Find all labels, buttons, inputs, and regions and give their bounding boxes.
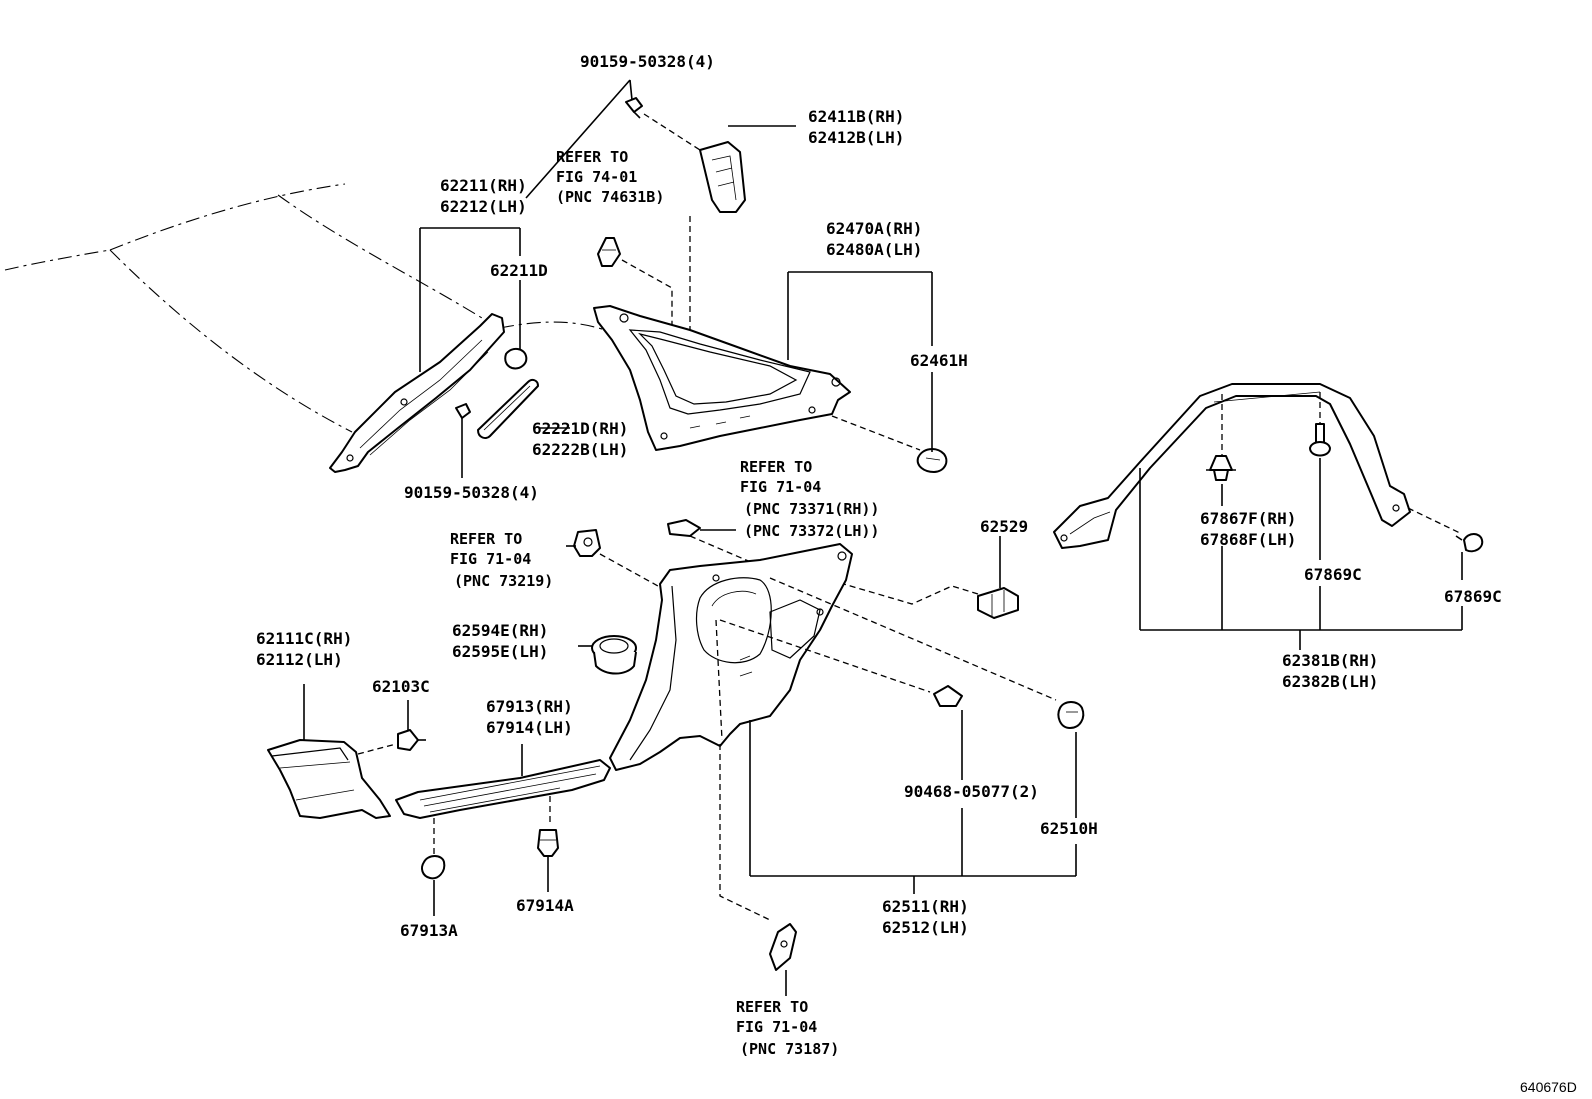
hinge-cover-part — [699, 141, 746, 213]
clip-67867f-part — [1206, 455, 1236, 481]
label-ref-7104c-l2: FIG 71-04 — [736, 1018, 817, 1036]
clip-62211d-part — [504, 348, 528, 370]
label-roof-clip-lh: 67868F(LH) — [1200, 530, 1296, 549]
label-hinge-lh: 62412B(LH) — [808, 128, 904, 147]
clip-67869c-b-part — [1455, 533, 1484, 553]
label-hinge-rh: 62411B(RH) — [808, 107, 904, 126]
label-clip-62211d: 62211D — [490, 261, 548, 280]
diagram-id: 640676D — [1520, 1079, 1577, 1095]
clip-67913a-part — [421, 855, 446, 916]
bolt-lower-part — [455, 403, 471, 430]
label-clip-67914a: 67914A — [516, 896, 574, 915]
vehicle-body-outline — [4, 183, 606, 433]
scuff-plate-part — [395, 744, 611, 819]
label-kick-rh: 62111C(RH) — [256, 629, 352, 648]
quarter-trim-panel-part — [609, 543, 853, 771]
label-garnish-rh: 62221D(RH) — [532, 419, 628, 438]
label-cap-rh: 62594E(RH) — [452, 621, 548, 640]
label-clip-62510h: 62510H — [1040, 819, 1098, 838]
label-pillar-rh: 62211(RH) — [440, 176, 527, 195]
label-ref-7104c-l1: REFER TO — [736, 998, 808, 1016]
label-part-62529: 62529 — [980, 517, 1028, 536]
cowl-side-trim-part — [267, 684, 391, 819]
label-scuff-rh: 67913(RH) — [486, 697, 573, 716]
clip-67869c-a-part — [1309, 423, 1331, 457]
label-ref-7104b-l2: FIG 71-04 — [450, 550, 531, 568]
leader-lines-roof — [1139, 458, 1463, 650]
label-ref-7104a-l3: (PNC 73371(RH)) — [744, 500, 879, 518]
clip-74631b-part — [597, 237, 621, 267]
label-roof-lh: 62382B(LH) — [1282, 672, 1378, 691]
label-panel-lh: 62512(LH) — [882, 918, 969, 937]
label-ref-7104b-l1: REFER TO — [450, 530, 522, 548]
label-ref-7104a-l4: (PNC 73372(LH)) — [744, 522, 879, 540]
leader-lines-upper — [419, 79, 933, 478]
clip-67914a-part — [537, 829, 559, 892]
label-clip-67869c-a: 67869C — [1304, 565, 1362, 584]
label-ref-7401-l2: FIG 74-01 — [556, 168, 637, 186]
label-clip-67913a: 67913A — [400, 921, 458, 940]
label-panel-rh: 62511(RH) — [882, 897, 969, 916]
clip-62510h-part — [1057, 701, 1085, 729]
assist-grip-garnish-part — [477, 378, 539, 439]
roof-side-garnish-part — [1053, 383, 1411, 549]
label-roof-clip-rh: 67867F(RH) — [1200, 509, 1296, 528]
label-roof-rh: 62381B(RH) — [1282, 651, 1378, 670]
label-garnish-lh: 62222B(LH) — [532, 440, 628, 459]
label-quarter-rh: 62470A(RH) — [826, 219, 922, 238]
label-ref-7104b-l3: (PNC 73219) — [454, 572, 553, 590]
clip-62529-part — [977, 587, 1019, 619]
label-bolt-bottom: 90159-50328(4) — [404, 483, 539, 502]
cap-62594e-part — [578, 635, 637, 675]
label-quarter-lh: 62480A(LH) — [826, 240, 922, 259]
clip-90468-part — [933, 685, 963, 707]
bracket-73187-part — [769, 923, 797, 996]
label-kick-lh: 62112(LH) — [256, 650, 343, 669]
labels: 90159-50328(4) 62411B(RH) 62412B(LH) REF… — [256, 52, 1577, 1095]
cap-73219-part — [566, 529, 601, 557]
label-clip-67869c-b: 67869C — [1444, 587, 1502, 606]
label-clip-62461h: 62461H — [910, 351, 968, 370]
label-ref-7401-l3: (PNC 74631B) — [556, 188, 664, 206]
label-ref-7104c-l3: (PNC 73187) — [740, 1040, 839, 1058]
leader-lines-panel — [749, 710, 1077, 894]
label-clip-62103c: 62103C — [372, 677, 430, 696]
label-bolt-top: 90159-50328(4) — [580, 52, 715, 71]
label-ref-7104a-l1: REFER TO — [740, 458, 812, 476]
label-scuff-lh: 67914(LH) — [486, 718, 573, 737]
bracket-73371-part — [667, 519, 736, 537]
clip-62461h-part — [916, 448, 948, 473]
label-ref-7401-l1: REFER TO — [556, 148, 628, 166]
clip-62103c-part — [397, 700, 426, 751]
label-clip-90468: 90468-05077(2) — [904, 782, 1039, 801]
front-pillar-garnish-part — [329, 313, 505, 473]
label-ref-7104a-l2: FIG 71-04 — [740, 478, 821, 496]
bolt-top-part — [625, 97, 643, 119]
label-pillar-lh: 62212(LH) — [440, 197, 527, 216]
label-cap-lh: 62595E(LH) — [452, 642, 548, 661]
quarter-window-trim-part — [593, 305, 851, 451]
